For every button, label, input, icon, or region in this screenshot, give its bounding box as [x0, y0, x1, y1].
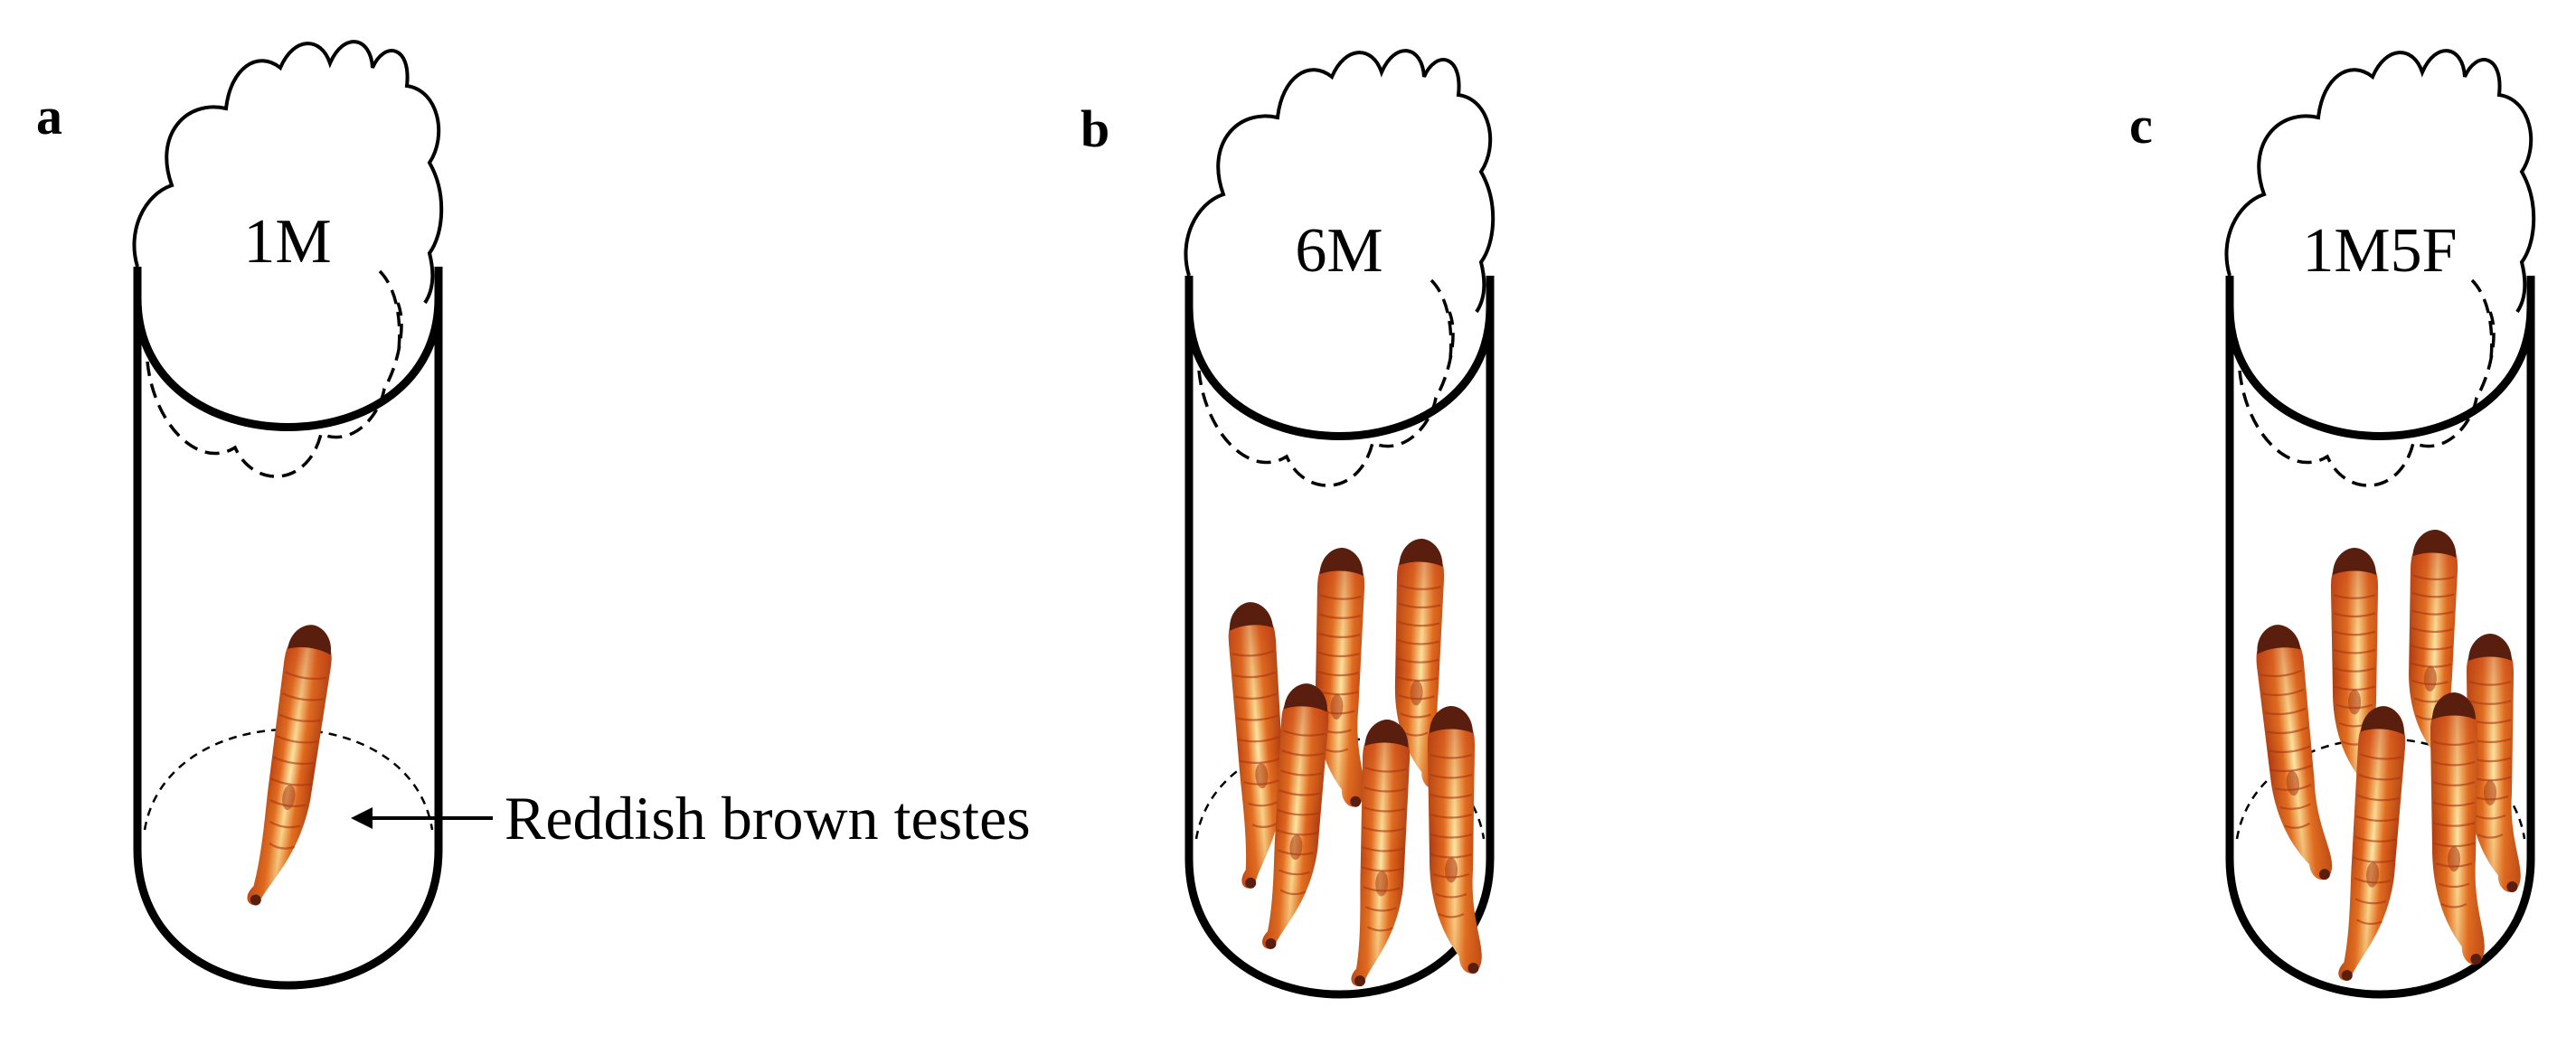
larva-icon — [1228, 602, 1284, 889]
test-tube-outline — [133, 267, 443, 990]
tube-label-c: 1M5F — [2302, 216, 2457, 286]
cotton-plug-icon — [1184, 49, 1496, 314]
panel-letter-c: c — [2129, 96, 2153, 155]
annotation-arrow: Reddish brown testes — [351, 784, 1031, 852]
cotton-plug-hidden-edge — [1197, 278, 1455, 487]
panel-a: a 1M Reddish brown testes — [36, 40, 1031, 990]
panel-b: b 6M — [1080, 49, 1496, 999]
tube-a: 1M — [132, 40, 444, 990]
larva-icon — [1315, 548, 1365, 807]
test-tube-outline — [1184, 276, 1495, 999]
tube-label-a: 1M — [243, 207, 331, 277]
tube-label-b: 6M — [1295, 216, 1382, 286]
larva-icon — [2256, 625, 2333, 880]
arrowhead-icon — [351, 807, 373, 829]
larva-icon — [2430, 692, 2485, 965]
tube-c: 1M5F — [2224, 49, 2536, 999]
cotton-plug-hidden-edge — [2238, 278, 2496, 487]
panel-c: c 1M5F — [2129, 49, 2536, 999]
larvae-group-b — [1228, 539, 1482, 987]
larva-icon — [1351, 720, 1411, 987]
cotton-plug-hidden-edge — [146, 269, 403, 478]
tube-rim — [1184, 306, 1495, 440]
larva-icon — [247, 625, 332, 906]
tube-rim — [133, 297, 443, 431]
larva-icon — [1262, 683, 1329, 949]
annotation-label: Reddish brown testes — [505, 784, 1031, 852]
larva-icon — [1428, 706, 1482, 974]
panel-letter-a: a — [36, 87, 62, 146]
tube-rim — [2225, 306, 2535, 440]
cotton-plug-icon — [132, 40, 444, 305]
larvae-group-a — [247, 625, 332, 906]
test-tube-outline — [2225, 276, 2535, 999]
larvae-group-c — [2256, 530, 2521, 981]
larva-icon — [2409, 530, 2458, 771]
larva-icon — [2338, 706, 2406, 981]
cotton-plug-icon — [2224, 49, 2536, 314]
tube-b: 6M — [1184, 49, 1496, 999]
panel-letter-b: b — [1080, 99, 1109, 158]
